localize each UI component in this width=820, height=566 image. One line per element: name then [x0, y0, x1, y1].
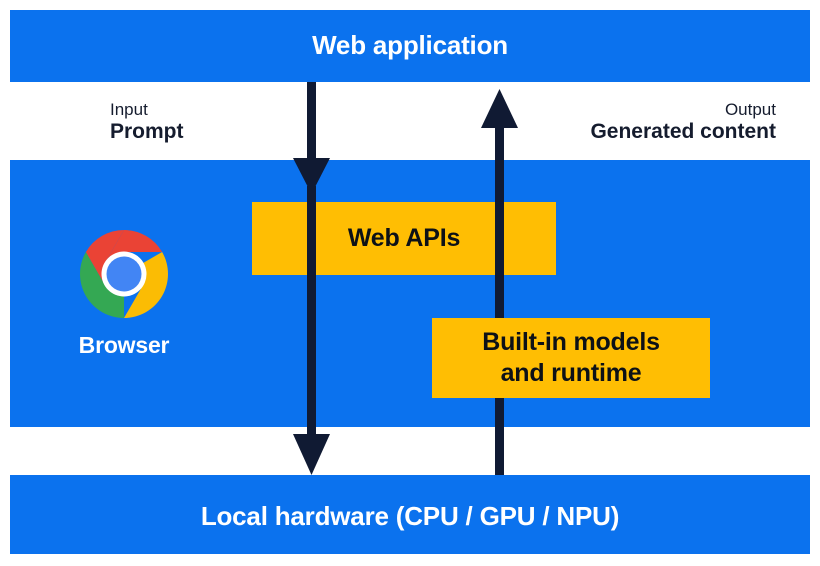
chrome-logo-icon — [80, 230, 168, 318]
box-web-apis-label: Web APIs — [347, 223, 461, 252]
browser-group: Browser — [48, 230, 200, 359]
label-input-prompt: Input Prompt — [110, 100, 184, 145]
label-output-kind: Output — [724, 100, 776, 119]
band-local-hardware-label: Local hardware (CPU / GPU / NPU) — [200, 501, 620, 531]
box-builtin-models-line1: Built-in models — [482, 327, 660, 356]
box-builtin-models-line2: and runtime — [500, 359, 642, 387]
box-builtin-models-label: Built-in models and runtime — [482, 327, 660, 390]
label-output-generated-content: Output Generated content — [590, 100, 776, 145]
band-browser-label: Browser — [78, 332, 170, 358]
label-output-value: Generated content — [590, 120, 776, 144]
band-web-application: Web application — [10, 10, 810, 82]
label-input-value: Prompt — [110, 120, 184, 144]
box-web-apis: Web APIs — [252, 202, 556, 275]
box-builtin-models: Built-in models and runtime — [432, 318, 710, 398]
label-input-kind: Input — [110, 100, 148, 119]
band-local-hardware: Local hardware (CPU / GPU / NPU) — [10, 475, 810, 554]
band-web-application-label: Web application — [312, 30, 508, 60]
